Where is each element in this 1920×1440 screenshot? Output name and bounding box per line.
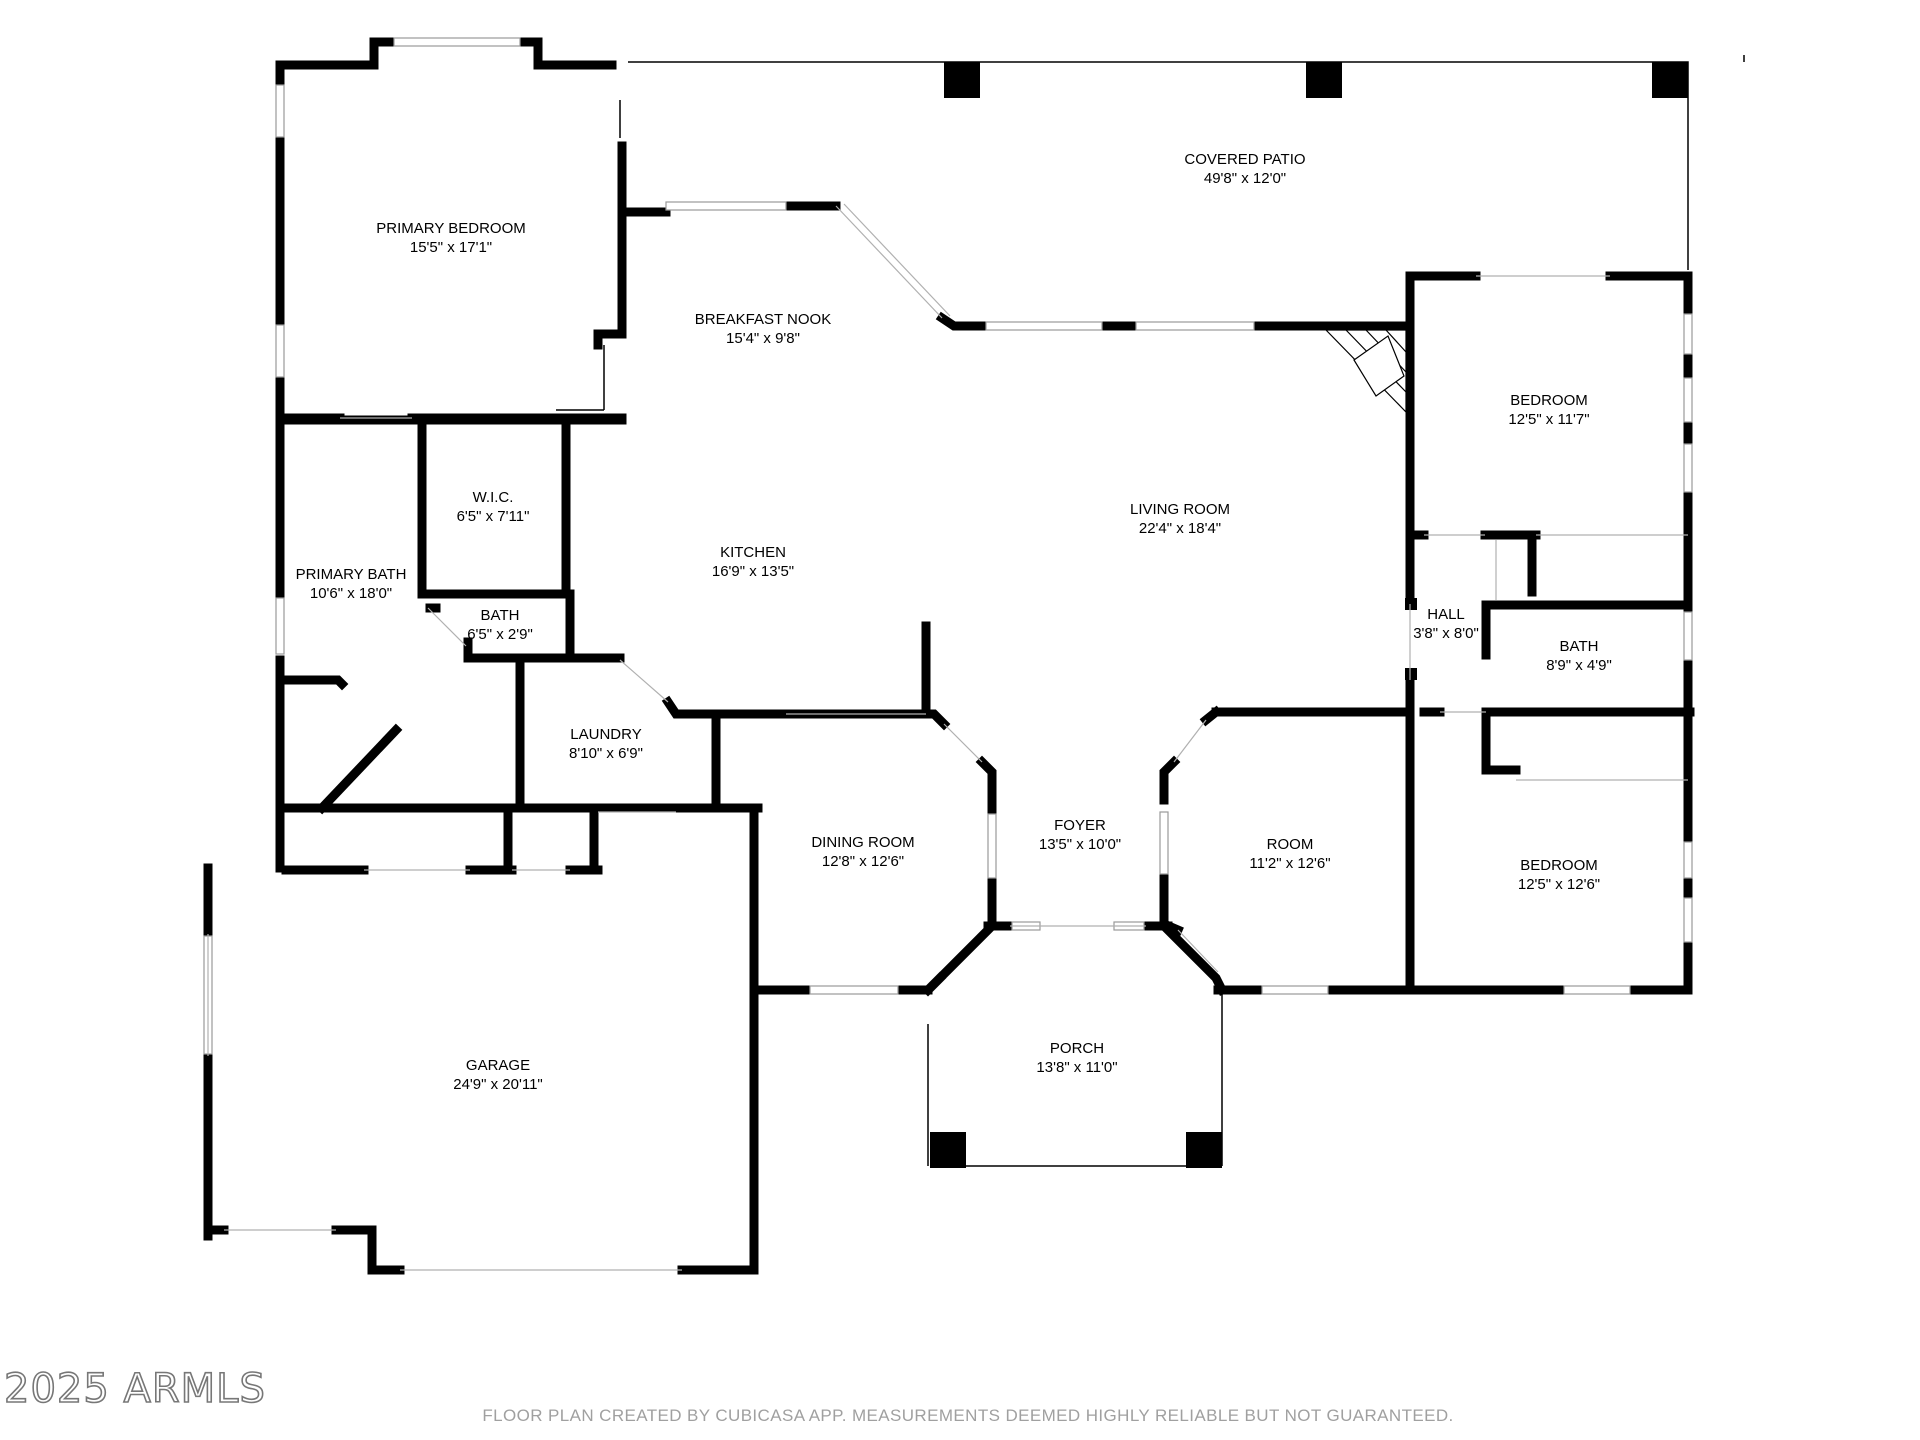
room-name: FOYER bbox=[1054, 817, 1106, 834]
room-dimensions: 13'8" x 11'0" bbox=[1036, 1059, 1118, 1076]
room-label-primary-bedroom: PRIMARY BEDROOM 15'5" x 17'1" bbox=[376, 219, 525, 257]
room-label-wic: W.I.C. 6'5" x 7'11" bbox=[457, 488, 530, 526]
room-label-bath-2: BATH 8'9" x 4'9" bbox=[1546, 637, 1612, 675]
room-label-porch: PORCH 13'8" x 11'0" bbox=[1036, 1039, 1117, 1077]
walls bbox=[203, 37, 1695, 1275]
room-dimensions: 11'2" x 12'6" bbox=[1249, 855, 1331, 872]
room-name: BEDROOM bbox=[1510, 392, 1588, 409]
room-label-living-room: LIVING ROOM 22'4" x 18'4" bbox=[1130, 500, 1230, 538]
room-dimensions: 15'4" x 9'8" bbox=[726, 330, 800, 347]
room-dimensions: 13'5" x 10'0" bbox=[1038, 836, 1122, 853]
room-dimensions: 22'4" x 18'4" bbox=[1138, 520, 1222, 537]
room-name: KITCHEN bbox=[720, 544, 786, 561]
room-label-primary-bath: PRIMARY BATH 10'6" x 18'0" bbox=[296, 565, 407, 603]
room-dimensions: 24'9" x 20'11" bbox=[453, 1076, 543, 1093]
room-name: BEDROOM bbox=[1520, 857, 1598, 874]
room-dimensions: 6'5" x 7'11" bbox=[456, 508, 530, 525]
room-dimensions: 8'9" x 4'9" bbox=[1546, 657, 1612, 674]
room-name: GARAGE bbox=[465, 1057, 531, 1074]
room-dimensions: 15'5" x 17'1" bbox=[409, 239, 493, 256]
room-name: DINING ROOM bbox=[811, 834, 915, 851]
room-dimensions: 12'8" x 12'6" bbox=[821, 853, 905, 870]
room-dimensions: 12'5" x 11'7" bbox=[1508, 411, 1590, 428]
armls-watermark: 2025 ARMLS bbox=[3, 1365, 266, 1413]
room-label-covered-patio: COVERED PATIO 49'8" x 12'0" bbox=[1184, 150, 1305, 188]
room-label-foyer: FOYER 13'5" x 10'0" bbox=[1039, 816, 1121, 854]
room-name: COVERED PATIO bbox=[1184, 151, 1306, 168]
room-dimensions: 12'5" x 12'6" bbox=[1517, 876, 1601, 893]
footer-disclaimer: FLOOR PLAN CREATED BY CUBICASA APP. MEAS… bbox=[482, 1406, 1454, 1425]
room-dimensions: 10'6" x 18'0" bbox=[309, 585, 393, 602]
room-name: HALL bbox=[1427, 606, 1465, 623]
room-name: BATH bbox=[480, 607, 520, 624]
room-label-hall: HALL 3'8" x 8'0" bbox=[1413, 605, 1479, 643]
room-dimensions: 3'8" x 8'0" bbox=[1413, 625, 1479, 642]
room-name: ROOM bbox=[1266, 836, 1314, 853]
room-label-laundry: LAUNDRY 8'10" x 6'9" bbox=[569, 725, 643, 763]
windows bbox=[203, 37, 1693, 1055]
room-name: PRIMARY BEDROOM bbox=[376, 220, 526, 237]
room-dimensions: 6'5" x 2'9" bbox=[467, 626, 533, 643]
room-name: LIVING ROOM bbox=[1129, 501, 1231, 518]
room-label-bath-small: BATH 6'5" x 2'9" bbox=[467, 606, 533, 644]
room-label-kitchen: KITCHEN 16'9" x 13'5" bbox=[712, 543, 794, 581]
room-label-breakfast-nook: BREAKFAST NOOK 15'4" x 9'8" bbox=[695, 310, 831, 348]
room-name: PRIMARY BATH bbox=[295, 566, 407, 583]
openings bbox=[207, 203, 1688, 1271]
room-name: BATH bbox=[1559, 638, 1599, 655]
room-name: BREAKFAST NOOK bbox=[694, 311, 832, 328]
room-label-bedroom-2: BEDROOM 12'5" x 11'7" bbox=[1508, 391, 1589, 429]
porch-walls bbox=[921, 921, 1229, 997]
room-name: PORCH bbox=[1049, 1040, 1105, 1057]
room-label-room: ROOM 11'2" x 12'6" bbox=[1249, 835, 1330, 873]
wall-stubs bbox=[1405, 598, 1417, 680]
room-label-garage: GARAGE 24'9" x 20'11" bbox=[453, 1056, 543, 1094]
room-label-dining-room: DINING ROOM 12'8" x 12'6" bbox=[811, 833, 914, 871]
thin-outlines bbox=[556, 55, 1745, 1167]
room-dimensions: 49'8" x 12'0" bbox=[1203, 170, 1287, 187]
fireplace-icon bbox=[1324, 329, 1407, 414]
room-name: LAUNDRY bbox=[570, 726, 642, 743]
support-posts bbox=[930, 62, 1688, 1168]
room-label-bedroom-3: BEDROOM 12'5" x 12'6" bbox=[1518, 856, 1600, 894]
room-dimensions: 8'10" x 6'9" bbox=[569, 745, 643, 762]
room-name: W.I.C. bbox=[472, 489, 514, 506]
room-dimensions: 16'9" x 13'5" bbox=[711, 563, 795, 580]
